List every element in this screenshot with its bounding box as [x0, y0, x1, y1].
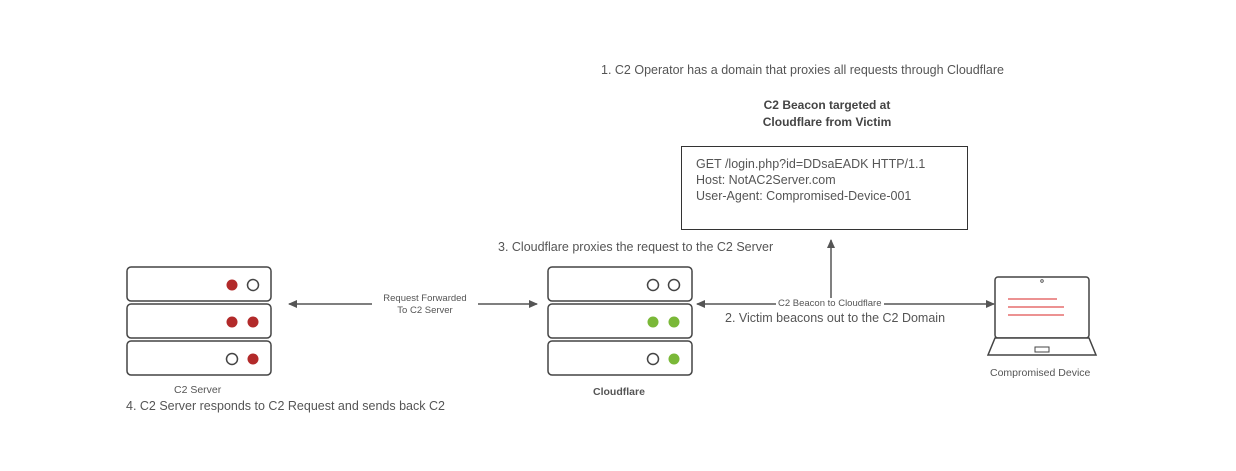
step1-note: 1. C2 Operator has a domain that proxies… — [601, 63, 1005, 77]
laptop-icon — [986, 276, 1098, 356]
request-box-title-line2: Cloudflare from Victim — [762, 115, 892, 129]
cloudflare-label: Cloudflare — [593, 386, 645, 398]
request-box-title-line1: C2 Beacon targeted at — [763, 98, 891, 112]
forward-edge-label-line2: To C2 Server — [397, 305, 453, 316]
request-line-1: GET /login.php?id=DDsaEADK HTTP/1.1 — [696, 157, 926, 171]
request-box: GET /login.php?id=DDsaEADK HTTP/1.1 Host… — [681, 146, 968, 230]
compromised-device-label: Compromised Device — [990, 367, 1091, 379]
step2-note: 2. Victim beacons out to the C2 Domain — [725, 311, 946, 325]
cloudflare-server-icon — [547, 266, 693, 376]
forward-edge-label-line1: Request Forwarded — [383, 293, 467, 304]
request-box-title: C2 Beacon targeted at Cloudflare from Vi… — [737, 97, 917, 131]
step3-note: 3. Cloudflare proxies the request to the… — [498, 240, 774, 254]
request-line-3: User-Agent: Compromised-Device-001 — [696, 189, 912, 203]
beacon-edge-label: C2 Beacon to Cloudflare — [776, 298, 884, 310]
c2-server-label: C2 Server — [174, 384, 222, 396]
step4-note: 4. C2 Server responds to C2 Request and … — [126, 399, 445, 413]
c2-server-icon — [126, 266, 272, 376]
forward-edge-label: Request Forwarded To C2 Server — [372, 293, 478, 317]
request-line-2: Host: NotAC2Server.com — [696, 173, 836, 187]
